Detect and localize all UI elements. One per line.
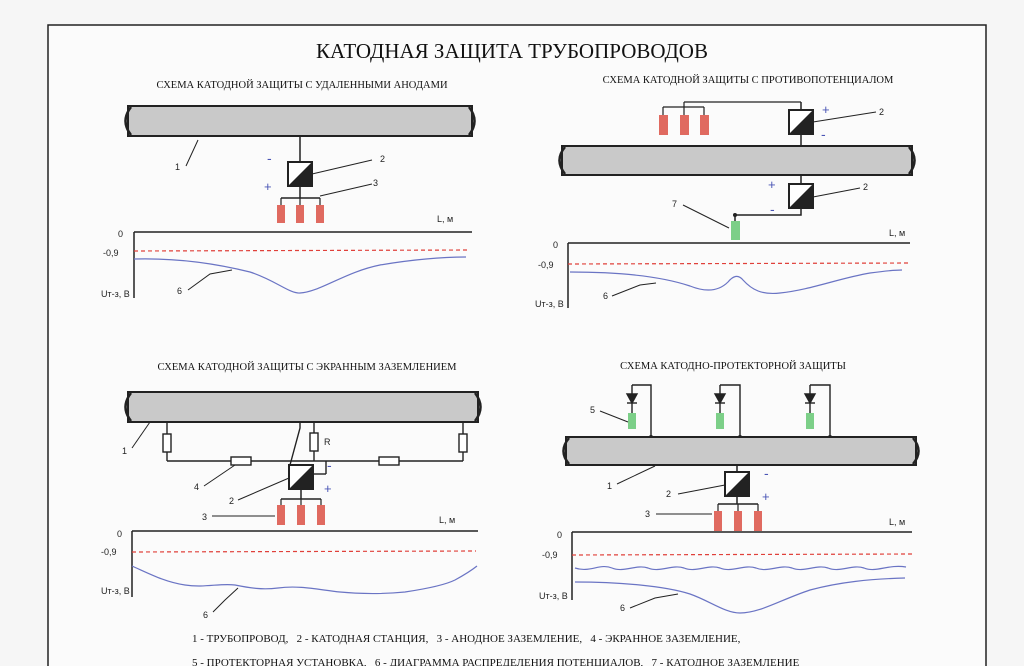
cathodic-station: [287, 161, 313, 187]
panel-cathodic-protector: СХЕМА КАТОДНО-ПРОТЕКТОРНОЙ ЗАЩИТЫ: [539, 360, 920, 614]
cathodic-station: [788, 183, 814, 209]
sign-minus: -: [267, 150, 272, 166]
graph-y-label: Uт-з, В: [539, 591, 568, 601]
callout-1: 1: [175, 162, 180, 172]
potential-curve: [131, 565, 478, 595]
callout-2: 2: [879, 107, 884, 117]
callout-2: 2: [863, 182, 868, 192]
graph-zero-label: 0: [117, 529, 122, 539]
pipeline: [124, 391, 482, 423]
callout-1: 1: [122, 446, 127, 456]
callout-1: 1: [607, 481, 612, 491]
graph-level-label: -0,9: [542, 550, 558, 560]
anode-ground: [277, 499, 325, 525]
callout-3: 3: [202, 512, 207, 522]
graph-x-label: L, м: [889, 517, 905, 527]
leader-lines: [185, 139, 373, 291]
sign-minus: -: [770, 201, 775, 217]
protection-level-line: [571, 553, 913, 556]
protector-ground: [716, 413, 724, 429]
sign-plus: +: [264, 179, 272, 194]
graph-level-label: -0,9: [538, 260, 554, 270]
anode-ground: [277, 198, 324, 223]
sign-minus: -: [327, 457, 332, 473]
junction: [733, 213, 737, 217]
sign-plus: +: [324, 481, 332, 496]
leader-lines: [131, 421, 290, 613]
wire: [734, 208, 802, 221]
protection-level-line: [133, 249, 471, 252]
graph-y-label: Uт-з, В: [535, 299, 564, 309]
callout-7: 7: [672, 199, 677, 209]
callout-4: 4: [194, 482, 199, 492]
legend-line-2: 5 - ПРОТЕКТОРНАЯ УСТАНОВКА, 6 - ДИАГРАММ…: [192, 657, 800, 666]
protector-unit: [803, 384, 831, 437]
graph-zero-label: 0: [553, 240, 558, 250]
panel-heading: СХЕМА КАТОДНОЙ ЗАЩИТЫ С ПРОТИВОПОТЕНЦИАЛ…: [603, 74, 894, 86]
leader-lines: [611, 111, 877, 297]
panel-heading: СХЕМА КАТОДНО-ПРОТЕКТОРНОЙ ЗАЩИТЫ: [620, 360, 846, 372]
graph-x-label: L, м: [889, 228, 905, 238]
potential-curve: [574, 565, 907, 571]
callout-6: 6: [177, 286, 182, 296]
panel-remote-anodes: СХЕМА КАТОДНОЙ ЗАЩИТЫ С УДАЛЕННЫМИ АНОДА…: [101, 79, 476, 299]
legend: 1 - ТРУБОПРОВОД, 2 - КАТОДНАЯ СТАНЦИЯ, 3…: [192, 633, 800, 666]
protector-unit: [625, 384, 652, 437]
callout-5: 5: [590, 405, 595, 415]
graph-y-label: Uт-з, В: [101, 586, 130, 596]
cathode-ground: [731, 221, 740, 240]
sign-minus: -: [821, 126, 826, 142]
callout-6: 6: [620, 603, 625, 613]
sign-plus: +: [822, 102, 830, 117]
cathodic-station: [288, 464, 314, 490]
pipeline: [558, 145, 916, 176]
potential-graph: 0 -0,9 Uт-з, В L, м: [101, 515, 478, 597]
potential-curve: [569, 269, 903, 295]
anode-ground: [659, 101, 801, 135]
potential-curve: [133, 256, 467, 294]
callout-2: 2: [229, 496, 234, 506]
graph-x-label: L, м: [439, 515, 455, 525]
legend-line-1: 1 - ТРУБОПРОВОД, 2 - КАТОДНАЯ СТАНЦИЯ, 3…: [192, 633, 741, 645]
poster-title: КАТОДНАЯ ЗАЩИТА ТРУБОПРОВОДОВ: [316, 39, 708, 63]
callout-6: 6: [603, 291, 608, 301]
graph-x-label: L, м: [437, 214, 453, 224]
sign-minus: -: [764, 465, 769, 481]
protector-ground: [628, 413, 636, 429]
callout-2: 2: [380, 154, 385, 164]
graph-level-label: -0,9: [101, 547, 117, 557]
anode-ground: [714, 504, 762, 531]
graph-zero-label: 0: [557, 530, 562, 540]
protection-level-line: [567, 262, 911, 265]
pipeline: [562, 436, 920, 466]
callout-6: 6: [203, 610, 208, 620]
potential-graph: 0 -0,9 Uт-з, В L, м: [535, 228, 911, 309]
sign-plus: +: [762, 489, 770, 504]
protection-level-line: [131, 550, 477, 553]
cathodic-station: [788, 109, 814, 135]
panel-screen-grounding: СХЕМА КАТОДНОЙ ЗАЩИТЫ С ЭКРАННЫМ ЗАЗЕМЛЕ…: [101, 361, 482, 620]
potential-curve: [574, 577, 906, 614]
graph-zero-label: 0: [118, 229, 123, 239]
callout-2: 2: [666, 489, 671, 499]
cathodic-station: [724, 471, 750, 497]
panel-heading: СХЕМА КАТОДНОЙ ЗАЩИТЫ С ЭКРАННЫМ ЗАЗЕМЛЕ…: [158, 361, 458, 373]
potential-graph: 0 -0,9 Uт-з, В L, м: [101, 214, 472, 299]
potential-graph: 0 -0,9 Uт-з, В L, м: [539, 517, 913, 614]
leader-lines: [599, 410, 726, 609]
resistor-label: R: [324, 437, 331, 447]
callout-3: 3: [373, 178, 378, 188]
screen-ground-circuit: [162, 422, 468, 474]
graph-y-label: Uт-з, В: [101, 289, 130, 299]
protector-ground: [806, 413, 814, 429]
callout-3: 3: [645, 509, 650, 519]
pipeline: [124, 105, 476, 137]
panel-counter-potential: СХЕМА КАТОДНОЙ ЗАЩИТЫ С ПРОТИВОПОТЕНЦИАЛ…: [535, 74, 916, 309]
sign-plus: +: [768, 177, 776, 192]
protector-unit: [713, 384, 741, 437]
panel-heading: СХЕМА КАТОДНОЙ ЗАЩИТЫ С УДАЛЕННЫМИ АНОДА…: [156, 79, 447, 91]
graph-level-label: -0,9: [103, 248, 119, 258]
